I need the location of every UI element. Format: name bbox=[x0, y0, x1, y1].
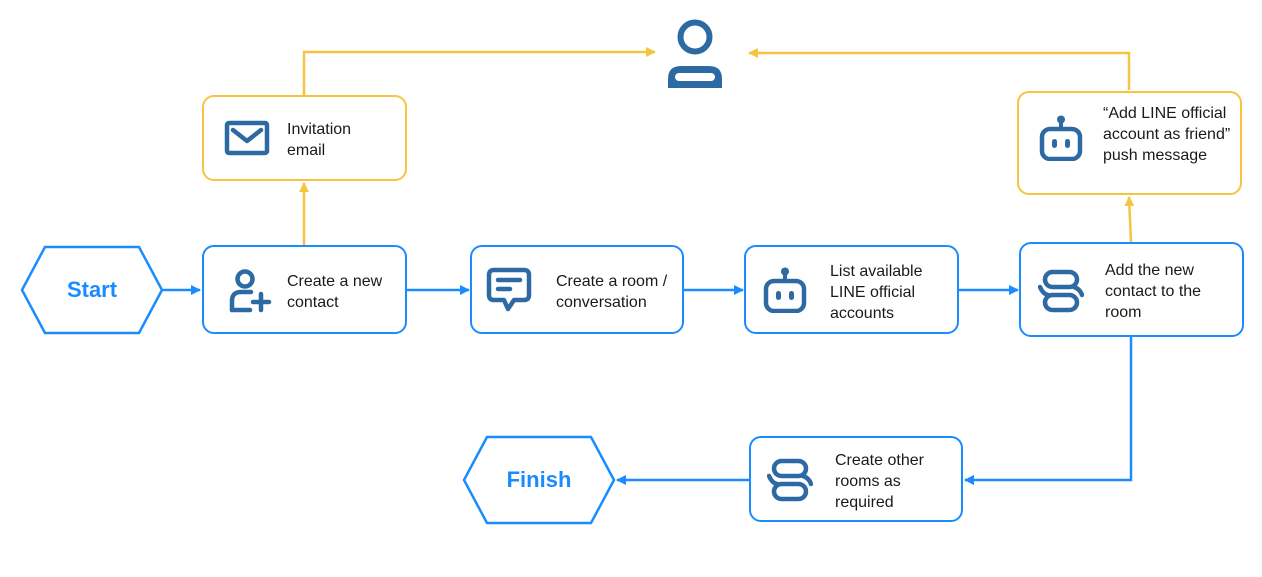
add-contact-room-label: Add the new contact to the room bbox=[1105, 262, 1202, 321]
finish-node: Finish bbox=[462, 435, 616, 525]
create-room-node: Create a room / conversation bbox=[470, 245, 684, 334]
start-node: Start bbox=[20, 245, 164, 335]
invitation-email-label: Invitation email bbox=[287, 121, 352, 159]
arrow-push-to-user bbox=[748, 48, 1131, 90]
arrow-email-to-user bbox=[302, 47, 656, 95]
bot-icon bbox=[1039, 115, 1083, 161]
create-room-label: Create a room / conversation bbox=[556, 273, 668, 311]
create-other-rooms-node: Create other rooms as required bbox=[749, 436, 963, 522]
arrow-add-to-other-rooms bbox=[964, 337, 1133, 485]
create-other-rooms-label: Create other rooms as required bbox=[835, 452, 924, 511]
bot-icon bbox=[763, 267, 807, 313]
add-contact-room-node: Add the new contact to the room bbox=[1019, 242, 1244, 337]
chat-bubble-icon bbox=[486, 267, 532, 312]
arrow-add-to-push bbox=[1124, 196, 1135, 243]
conversation-icon bbox=[767, 458, 813, 502]
push-message-label: “Add LINE official account as friend” pu… bbox=[1103, 105, 1231, 164]
conversation-icon bbox=[1038, 269, 1084, 313]
list-accounts-label: List available LINE official accounts bbox=[830, 263, 923, 322]
finish-hexagon-shape bbox=[462, 435, 616, 525]
start-hexagon-shape bbox=[20, 245, 164, 335]
create-contact-node: Create a new contact bbox=[202, 245, 407, 334]
create-contact-label: Create a new contact bbox=[287, 273, 383, 311]
start-label: Start bbox=[66, 277, 118, 302]
push-message-node: “Add LINE official account as friend” pu… bbox=[1017, 91, 1242, 195]
finish-label: Finish bbox=[506, 467, 572, 492]
invitation-email-node: Invitation email bbox=[202, 95, 407, 181]
envelope-icon bbox=[224, 120, 270, 156]
list-accounts-node: List available LINE official accounts bbox=[744, 245, 959, 334]
add-user-icon bbox=[229, 269, 272, 313]
user-icon bbox=[668, 19, 722, 88]
